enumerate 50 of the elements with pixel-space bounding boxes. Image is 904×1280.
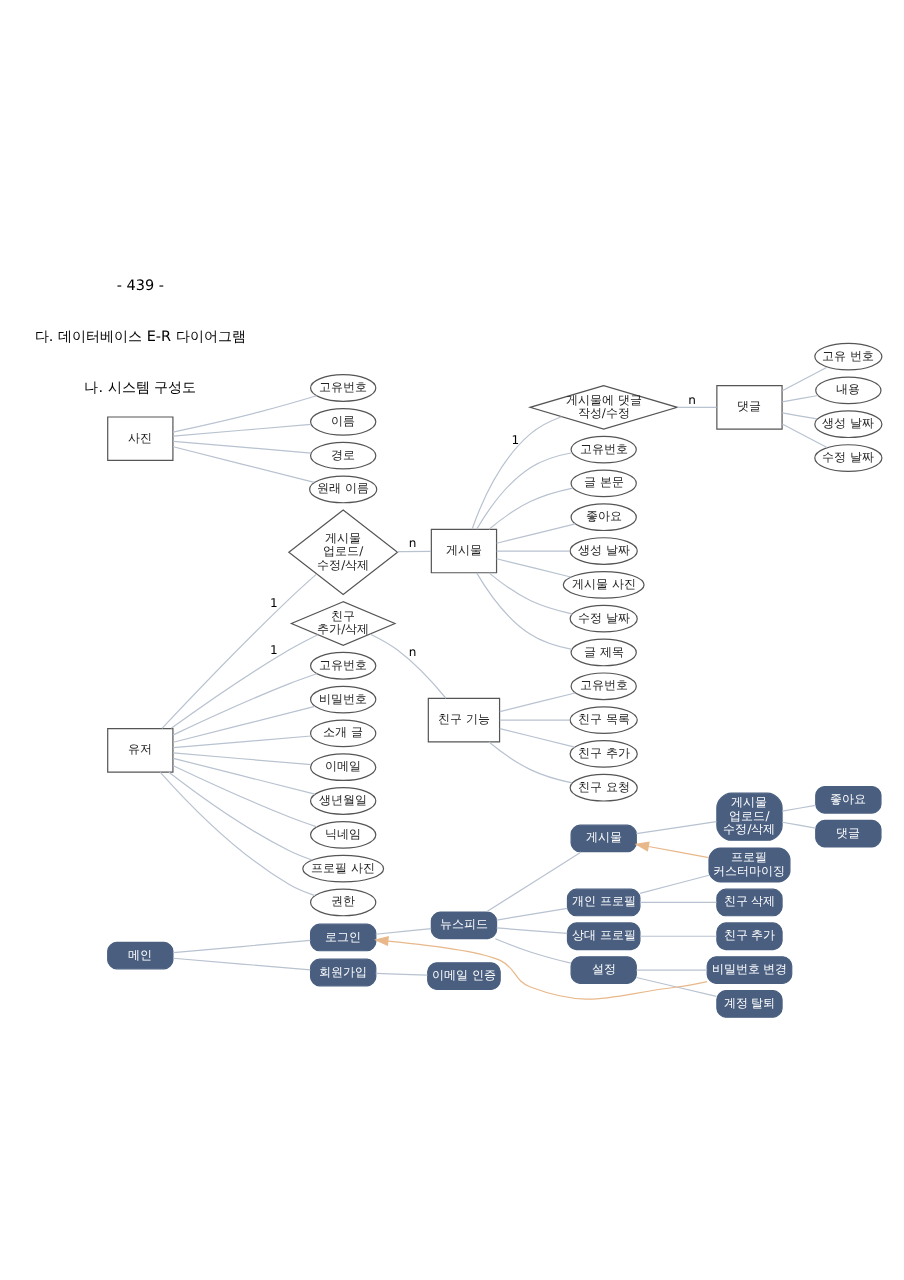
connector xyxy=(396,549,432,552)
connector xyxy=(496,549,571,551)
connector xyxy=(496,906,568,920)
connector xyxy=(168,770,313,860)
connector xyxy=(170,633,319,728)
connector xyxy=(781,820,817,828)
connector xyxy=(781,803,817,811)
connector xyxy=(488,486,574,529)
connector xyxy=(476,571,573,649)
connector xyxy=(172,938,311,953)
connector xyxy=(375,927,432,934)
arrow xyxy=(634,840,710,858)
connector xyxy=(488,571,573,614)
connector xyxy=(172,704,316,742)
connector xyxy=(172,422,312,436)
connector xyxy=(676,405,718,407)
connector xyxy=(488,740,573,783)
connector xyxy=(499,727,576,747)
connector xyxy=(494,937,572,963)
connector xyxy=(639,934,718,936)
connector xyxy=(172,439,312,453)
arrow xyxy=(374,935,708,999)
connector xyxy=(159,770,316,896)
connector xyxy=(635,975,717,996)
connector xyxy=(499,718,571,720)
connector xyxy=(172,756,316,794)
connector xyxy=(781,411,818,419)
connector xyxy=(375,971,429,975)
connector xyxy=(471,415,563,529)
connector xyxy=(172,764,318,827)
connector xyxy=(496,557,572,577)
connector xyxy=(781,393,819,402)
connector xyxy=(639,900,718,903)
connector xyxy=(499,691,576,712)
connector xyxy=(635,819,717,834)
connector xyxy=(172,672,318,735)
connector xyxy=(172,394,318,432)
connector xyxy=(172,956,311,970)
connector xyxy=(172,445,315,483)
connector xyxy=(781,365,828,391)
connector xyxy=(476,451,573,529)
connector xyxy=(496,522,576,543)
connector xyxy=(172,734,312,748)
connector xyxy=(781,422,828,448)
connector xyxy=(161,572,317,728)
connector xyxy=(496,926,568,934)
connector xyxy=(172,751,312,765)
connector xyxy=(639,873,710,893)
connector xyxy=(635,968,708,970)
connector xyxy=(486,850,582,912)
